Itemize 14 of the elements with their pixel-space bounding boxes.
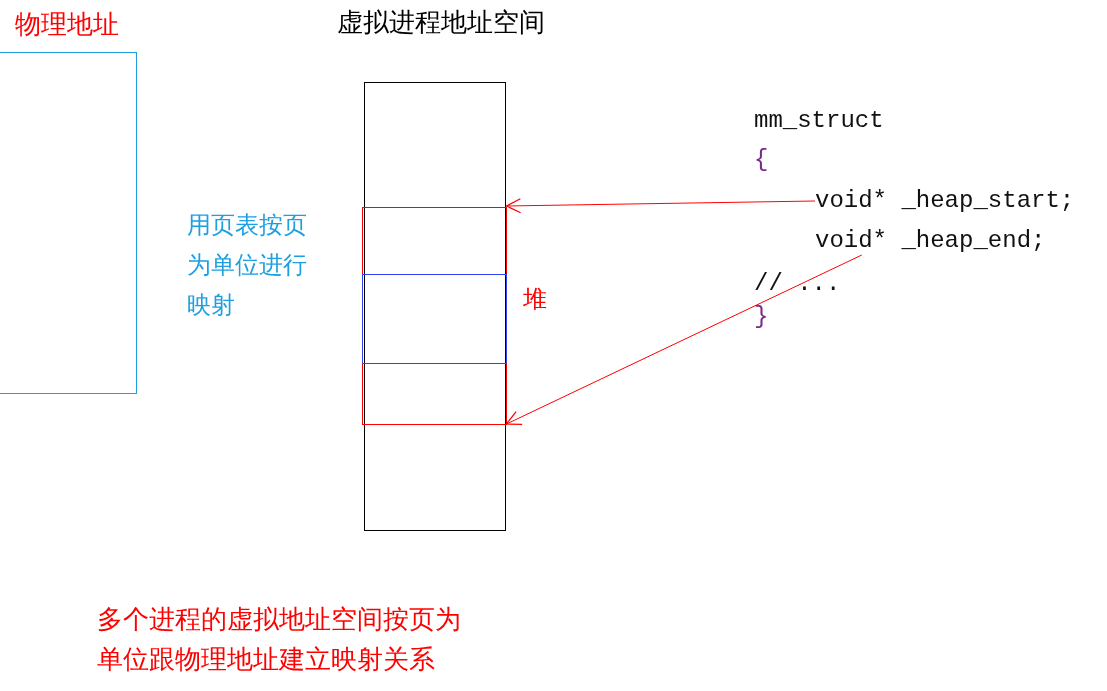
code-line: void* _heap_end; — [815, 227, 1046, 255]
arrow — [505, 254, 863, 425]
code-line: { — [754, 146, 769, 174]
heading-text: 虚拟进程地址空间 — [337, 7, 545, 37]
caption-text: 多个进程的虚拟地址空间按页为单位跟物理地址建立映射关系 — [97, 603, 462, 676]
heading-text: 物理地址 — [15, 9, 119, 39]
code-line: void* _heap_start; — [815, 187, 1075, 215]
region-label: 堆 — [523, 284, 547, 314]
annotation-text: 用页表按页为单位进行映射 — [187, 210, 308, 321]
page-region-box — [362, 274, 507, 364]
code-comment: // ... — [754, 270, 841, 298]
code-line: mm_struct — [754, 107, 884, 135]
arrow — [505, 198, 816, 214]
code-line: } — [754, 303, 769, 331]
